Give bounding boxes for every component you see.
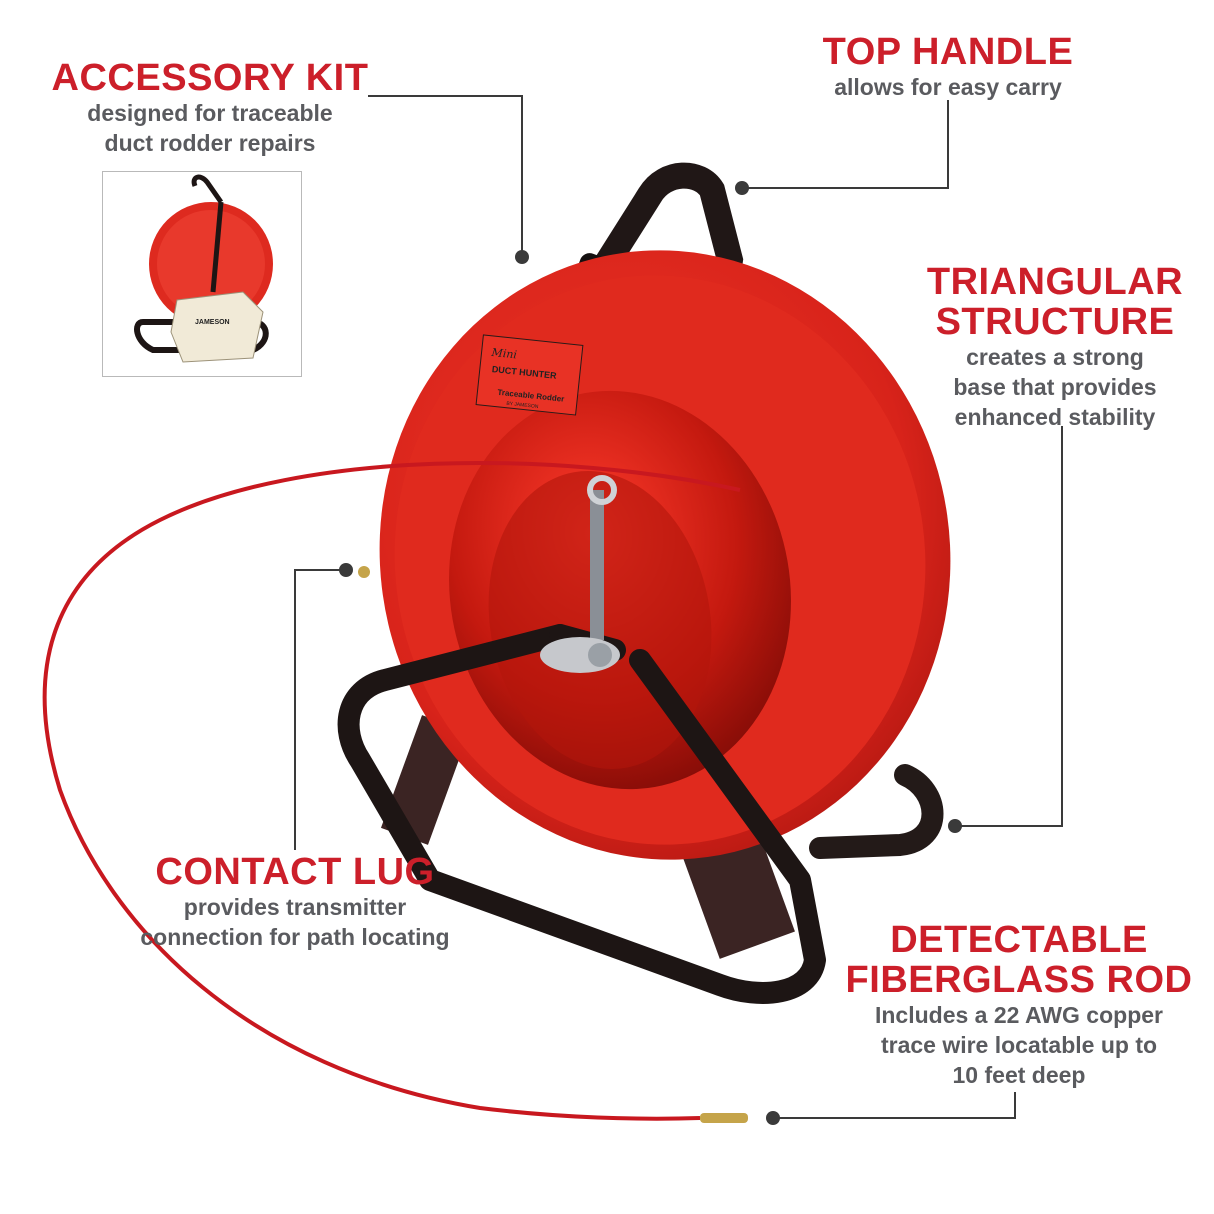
callout-desc-line: 10 feet deep — [952, 1062, 1086, 1088]
callout-contact-lug: CONTACT LUG provides transmitter connect… — [100, 852, 490, 952]
callout-title: STRUCTURE — [935, 301, 1175, 343]
callout-title: TRIANGULAR — [926, 261, 1184, 303]
callout-triangular-structure: TRIANGULAR STRUCTURE creates a strong ba… — [905, 262, 1205, 432]
fiberglass-rod — [42, 460, 748, 1123]
label-maker: BY JAMESON — [506, 401, 539, 410]
callout-top-handle: TOP HANDLE allows for easy carry — [788, 32, 1108, 102]
leader-dot-icon — [735, 181, 749, 195]
callout-fiberglass-rod: DETECTABLE FIBERGLASS ROD Includes a 22 … — [838, 920, 1200, 1090]
leader-fiberglass — [773, 1092, 1016, 1119]
callout-title: DETECTABLE — [890, 919, 1148, 961]
callout-desc-line: duct rodder repairs — [104, 130, 316, 156]
callout-desc-line: creates a strong — [966, 344, 1144, 370]
callout-title: CONTACT LUG — [155, 851, 435, 893]
leader-triangular — [955, 426, 1063, 827]
leader-lines — [294, 95, 1063, 1119]
product-label: Mini DUCT HUNTER Traceable Rodder BY JAM… — [475, 334, 584, 416]
reel: Mini DUCT HUNTER Traceable Rodder BY JAM… — [379, 250, 951, 860]
leader-dot-icon — [766, 1111, 780, 1125]
callout-desc-line: Includes a 22 AWG copper — [874, 1002, 1163, 1028]
leader-dot-icon — [339, 563, 353, 577]
leader-top-handle — [742, 100, 949, 189]
leader-dot-icon — [948, 819, 962, 833]
callout-desc-line: provides transmitter — [183, 894, 407, 920]
callout-title: FIBERGLASS ROD — [845, 959, 1193, 1001]
callout-accessory-kit: ACCESSORY KIT designed for traceable duc… — [40, 58, 380, 158]
callout-desc-line: connection for path locating — [140, 924, 450, 950]
contact-lug — [358, 566, 370, 578]
callout-desc-line: enhanced stability — [954, 404, 1156, 430]
leader-contact-lug — [294, 569, 346, 850]
leader-accessory-kit — [368, 95, 523, 256]
leader-dot-icon — [515, 250, 529, 264]
leader-dots — [339, 181, 962, 1125]
callout-desc-line: allows for easy carry — [834, 74, 1062, 100]
callout-title: TOP HANDLE — [822, 31, 1074, 73]
thumbnail-label: JAMESON — [195, 319, 230, 326]
accessory-kit-thumbnail: JAMESON — [102, 171, 302, 377]
callout-desc-line: base that provides — [953, 374, 1157, 400]
front-stand — [337, 475, 826, 1004]
label-brand-script: Mini — [490, 346, 518, 362]
callout-desc-line: trace wire locatable up to — [880, 1032, 1158, 1058]
callout-desc-line: designed for traceable — [87, 100, 333, 126]
callout-title: ACCESSORY KIT — [51, 57, 369, 99]
